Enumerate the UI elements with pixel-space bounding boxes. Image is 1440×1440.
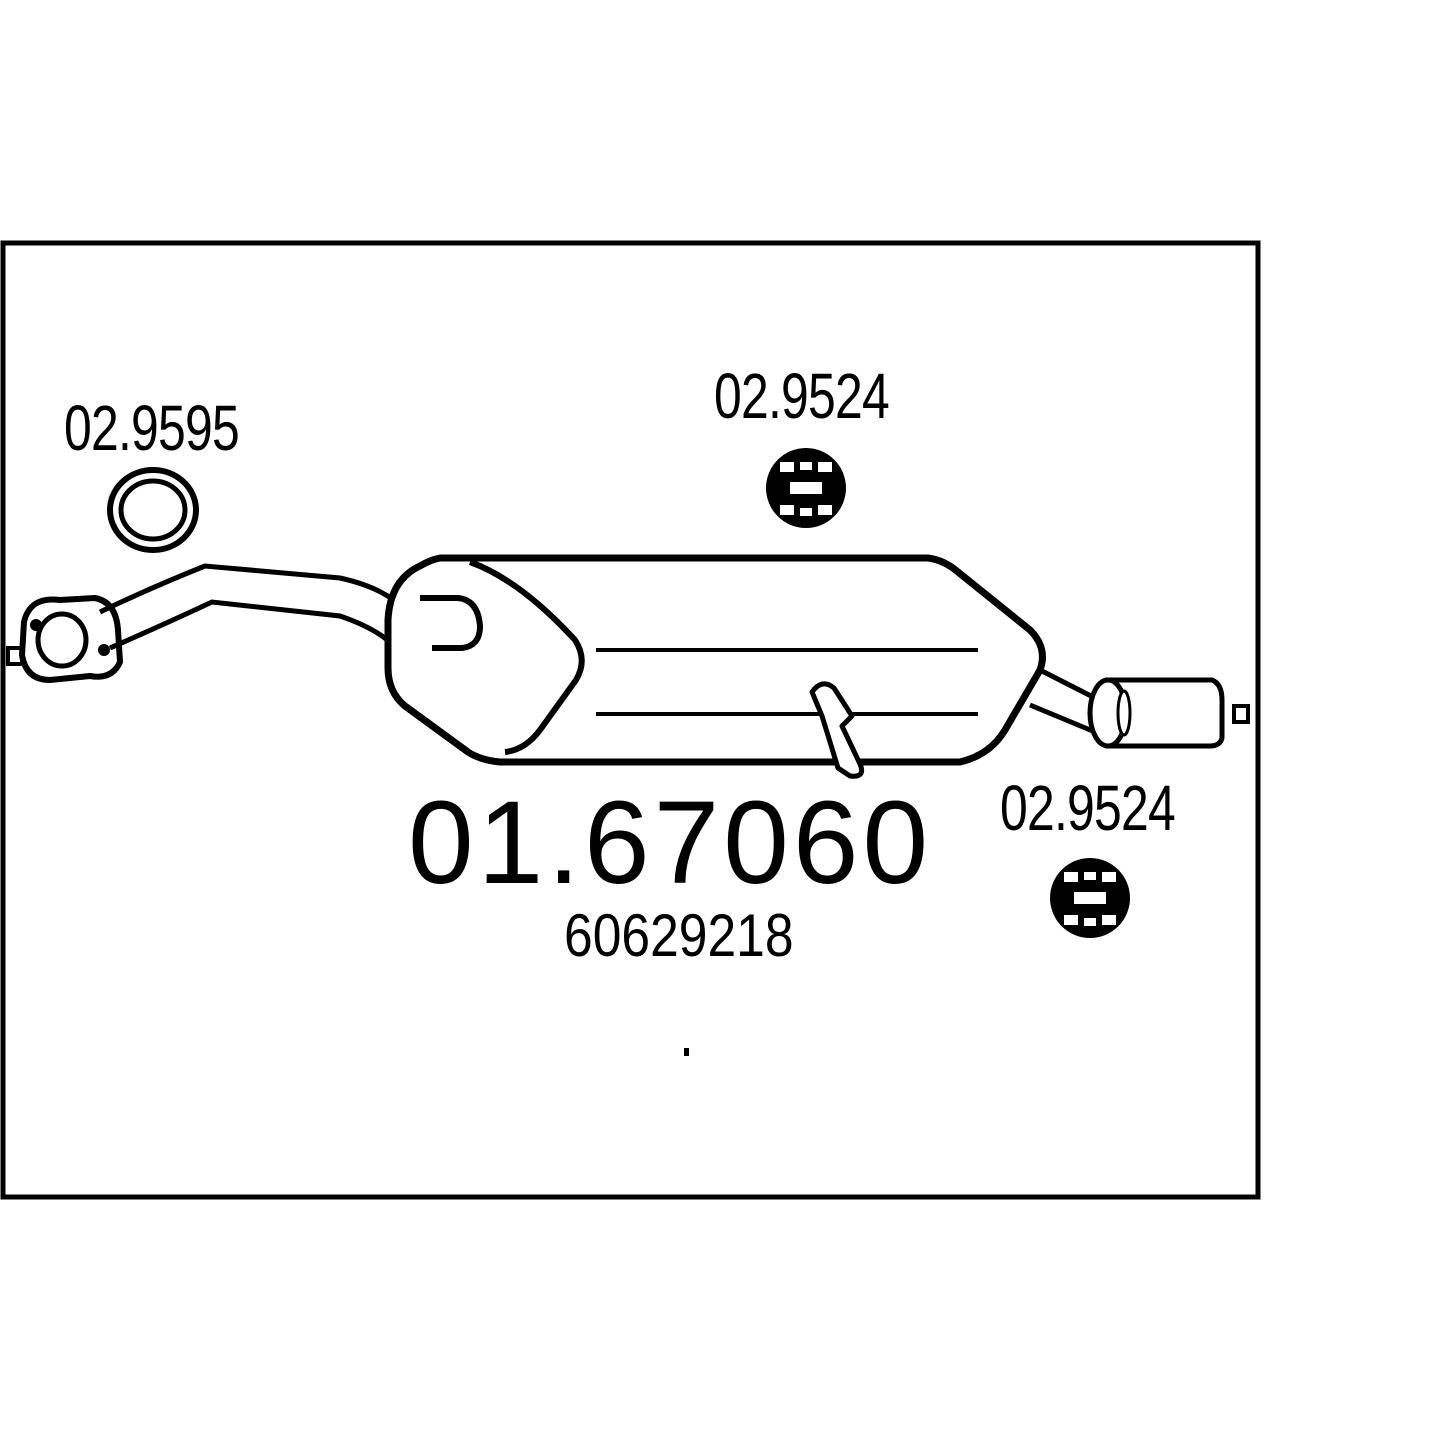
oem-number: 60629218 [564, 902, 794, 969]
stray-mark [684, 1048, 689, 1056]
tailpipe [1029, 667, 1225, 749]
diagram-frame [0, 240, 1261, 1200]
hanger-bottom-ref-label: 02.9524 [1000, 772, 1176, 844]
gasket-ring-icon [107, 467, 199, 553]
rear-muffler [384, 554, 1046, 779]
rubber-hanger-icon [766, 448, 846, 528]
main-part-number: 01.67060 [408, 777, 933, 909]
front-flange [19, 595, 123, 683]
right-mount-tab [1232, 704, 1250, 724]
rubber-hanger-icon [1050, 858, 1130, 938]
gasket-ref-label: 02.9595 [64, 392, 240, 464]
hanger-top-ref-label: 02.9524 [714, 360, 890, 432]
